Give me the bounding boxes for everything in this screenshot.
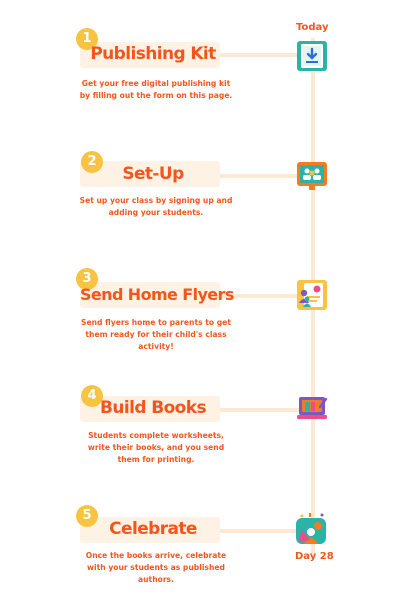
step-1-card bbox=[80, 42, 220, 68]
step-1-description: Get your free digital publishing kit by … bbox=[79, 79, 233, 100]
step-2-description: Set up your class by signing up and addi… bbox=[79, 196, 233, 217]
connector-2 bbox=[210, 174, 310, 178]
connector-3 bbox=[210, 294, 310, 298]
connector-4 bbox=[210, 408, 310, 412]
connector-5 bbox=[210, 529, 310, 533]
step-4-number-badge: 4 bbox=[81, 385, 103, 407]
step-4-card bbox=[80, 396, 220, 422]
step-2-number-badge: 2 bbox=[81, 151, 103, 173]
celebration-icon bbox=[296, 513, 326, 544]
step-1-number-badge: 1 bbox=[76, 28, 98, 50]
step-4-description: Students complete worksheets, write thei… bbox=[87, 431, 225, 464]
step-5-title: Celebrate bbox=[109, 519, 197, 539]
step-3-card bbox=[80, 282, 220, 308]
step-2-title: Set-Up bbox=[122, 164, 184, 184]
step-3-description: Send flyers home to parents to get them … bbox=[81, 318, 231, 351]
step-5-card bbox=[80, 517, 220, 543]
step-3-number-badge: 3 bbox=[76, 268, 98, 290]
parent-flyer-icon bbox=[297, 280, 327, 310]
step-5-number-badge: 5 bbox=[76, 505, 98, 527]
step-5-description: Once the books arrive, celebrate with yo… bbox=[85, 551, 227, 584]
connector-1 bbox=[210, 53, 310, 57]
laptop-book-icon bbox=[297, 397, 328, 419]
timeline-end-label: Day 28 bbox=[295, 551, 334, 562]
step-3-title: Send Home Flyers bbox=[80, 285, 234, 304]
timeline-start-label: Today bbox=[296, 22, 329, 33]
step-4-title: Build Books bbox=[100, 398, 207, 418]
download-document-icon bbox=[297, 41, 327, 71]
step-1-title: Publishing Kit bbox=[90, 44, 216, 64]
step-2-card bbox=[80, 161, 220, 187]
classroom-screen-icon bbox=[297, 162, 327, 190]
